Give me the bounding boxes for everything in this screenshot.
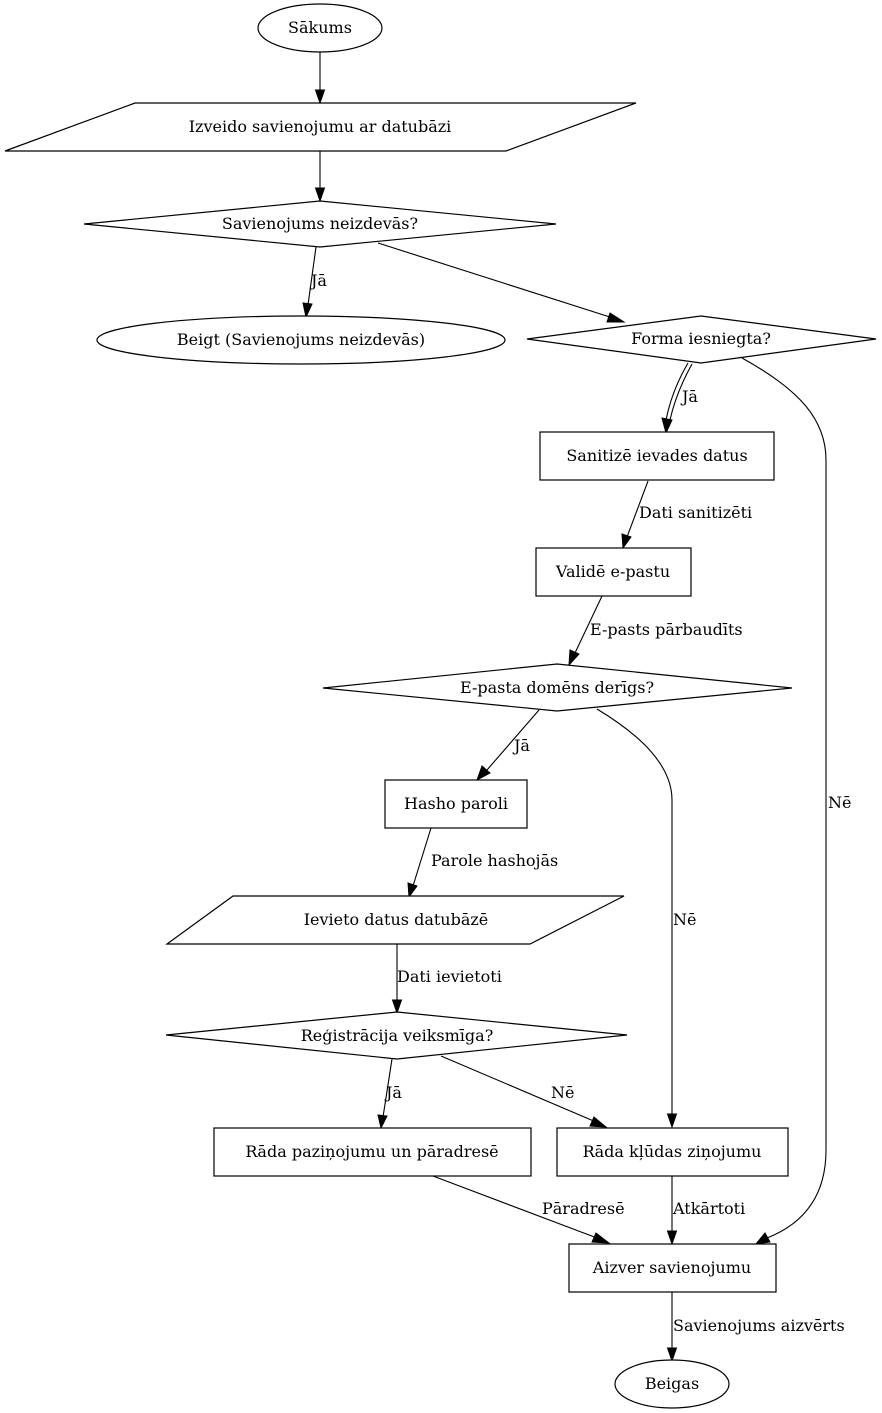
node-end[interactable]: Beigas xyxy=(614,1359,730,1409)
edge-label-sanitized: Dati sanitizēti xyxy=(639,503,752,522)
edge-form-no: Nē xyxy=(741,357,851,1245)
edge-label-closed: Savienojums aizvērts xyxy=(673,1316,845,1335)
node-label: E-pasta domēns derīgs? xyxy=(460,678,654,697)
edge-label-yes: Jā xyxy=(384,1083,402,1102)
node-label: Beigt (Savienojums neizdevās) xyxy=(177,330,425,349)
edge-hash-insert: Parole hashojās xyxy=(407,827,558,899)
node-label: Rāda paziņojumu un pāradresē xyxy=(245,1142,498,1161)
node-conn-failed[interactable]: Savienojums neizdevās? xyxy=(83,200,557,248)
arrowhead xyxy=(606,312,626,323)
edge-start-connect xyxy=(314,52,326,105)
edge-label-hashed: Parole hashojās xyxy=(431,851,558,870)
node-sanitize[interactable]: Sanitizē ievades datus xyxy=(539,431,775,481)
node-label: Sanitizē ievades datus xyxy=(566,446,747,465)
edge-label-no: Nē xyxy=(828,793,851,812)
edge-conn-failed-no xyxy=(377,242,626,323)
edge-form-yes: Jā xyxy=(661,362,698,435)
edge-reg-yes: Jā xyxy=(377,1058,402,1130)
edge-label-no: Nē xyxy=(551,1083,574,1102)
node-show-error[interactable]: Rāda kļūdas ziņojumu xyxy=(556,1127,789,1177)
arrowhead xyxy=(407,882,418,899)
node-end-failed[interactable]: Beigt (Savienojums neizdevās) xyxy=(96,315,506,365)
node-label: Ievieto datus datubāzē xyxy=(304,910,489,929)
arrowhead xyxy=(591,1232,611,1244)
node-label: Sākums xyxy=(288,18,352,37)
edge-domain-yes: Jā xyxy=(476,709,540,782)
node-show-notice[interactable]: Rāda paziņojumu un pāradresē xyxy=(213,1127,532,1177)
arrowhead xyxy=(568,649,580,667)
arrowhead xyxy=(666,1230,678,1246)
edge-error-close: Atkārtoti xyxy=(666,1176,745,1246)
arrowhead xyxy=(666,1347,678,1363)
arrowhead xyxy=(666,1113,678,1129)
edges: Jā Jā Nē Dati sanitizēti xyxy=(302,52,851,1363)
node-label: Validē e-pastu xyxy=(555,562,670,581)
node-label: Beigas xyxy=(645,1374,699,1393)
edge-validate-domain: E-pasts pārbaudīts xyxy=(568,595,743,667)
edge-label-inserted: Dati ievietoti xyxy=(397,967,502,986)
edge-sanitize-validate: Dati sanitizēti xyxy=(621,480,752,550)
node-insert-data[interactable]: Ievieto datus datubāzē xyxy=(165,895,625,945)
node-domain-valid[interactable]: E-pasta domēns derīgs? xyxy=(322,663,793,712)
edge-label-email-checked: E-pasts pārbaudīts xyxy=(590,620,743,639)
arrowhead xyxy=(391,999,403,1015)
arrowhead xyxy=(661,417,673,435)
node-form-submitted[interactable]: Forma iesniegta? xyxy=(526,315,877,364)
arrowhead xyxy=(314,187,326,203)
node-label: Aizver savienojumu xyxy=(592,1258,751,1277)
edge-conn-failed-yes: Jā xyxy=(302,246,327,319)
node-label: Reģistrācija veiksmīga? xyxy=(301,1026,494,1045)
node-hash-password[interactable]: Hasho paroli xyxy=(384,779,528,829)
edge-label-yes: Jā xyxy=(680,387,698,406)
node-validate-email[interactable]: Validē e-pastu xyxy=(535,547,692,597)
edge-label-yes: Jā xyxy=(512,736,530,755)
edge-label-redirect: Pāradresē xyxy=(542,1199,625,1218)
edge-notice-close: Pāradresē xyxy=(432,1175,625,1244)
node-reg-success[interactable]: Reģistrācija veiksmīga? xyxy=(165,1011,628,1060)
edge-connect-conn-failed xyxy=(314,151,326,203)
arrowhead xyxy=(314,89,326,105)
node-label: Izveido savienojumu ar datubāzi xyxy=(189,117,452,136)
node-label: Forma iesniegta? xyxy=(631,329,771,348)
edge-label-retry: Atkārtoti xyxy=(672,1199,745,1218)
edge-label-no: Nē xyxy=(673,910,696,929)
arrowhead xyxy=(302,302,313,319)
arrowhead xyxy=(476,765,491,782)
node-start[interactable]: Sākums xyxy=(257,3,383,53)
edge-close-end: Savienojums aizvērts xyxy=(666,1292,845,1363)
edge-domain-no: Nē xyxy=(596,708,696,1129)
arrowhead xyxy=(621,533,632,550)
edge-reg-no: Nē xyxy=(440,1055,608,1128)
node-close-conn[interactable]: Aizver savienojumu xyxy=(568,1243,777,1293)
node-label: Savienojums neizdevās? xyxy=(222,214,418,233)
node-label: Rāda kļūdas ziņojumu xyxy=(583,1142,762,1161)
edge-insert-reg: Dati ievietoti xyxy=(391,944,502,1015)
node-connect[interactable]: Izveido savienojumu ar datubāzi xyxy=(4,102,637,152)
arrowhead xyxy=(589,1116,608,1128)
edge-label-yes: Jā xyxy=(309,271,327,290)
arrowhead xyxy=(754,1232,771,1245)
arrowhead xyxy=(377,1114,388,1130)
node-label: Hasho paroli xyxy=(404,794,508,813)
nodes: Sākums Izveido savienojumu ar datubāzi S… xyxy=(4,3,877,1409)
